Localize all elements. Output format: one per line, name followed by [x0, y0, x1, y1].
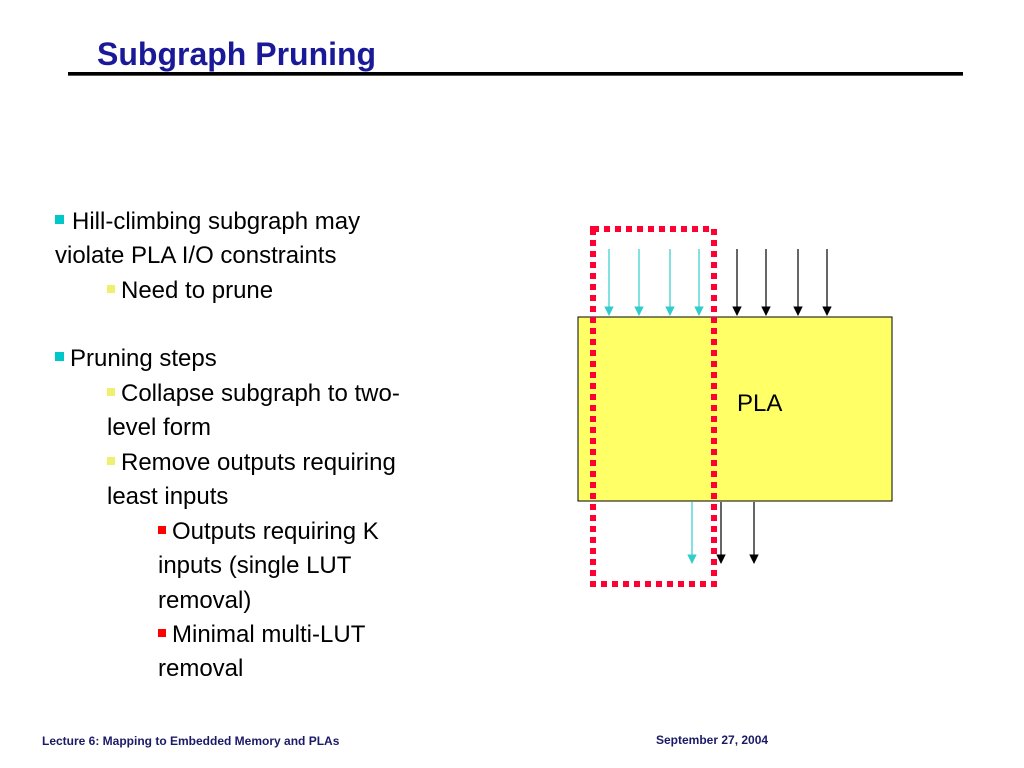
bullet-marker-icon [107, 284, 115, 293]
bullet-text: Pruning steps [70, 345, 217, 372]
bullet-continuation: least inputs [107, 483, 229, 510]
bullet-text: Collapse subgraph to two- [121, 380, 400, 407]
bullet-continuation: violate PLA I/O constraints [55, 242, 337, 269]
bullet-text: Outputs requiring K [172, 518, 379, 545]
bullet-item-outputs-k: Outputs requiring K [158, 515, 379, 550]
pla-diagram: PLA [577, 226, 893, 587]
bullet-text: Remove outputs requiring [121, 449, 396, 476]
bullet-marker-icon [107, 387, 115, 396]
bullet-marker-icon [158, 628, 166, 637]
bullet-item-minimal-multi-lut: Minimal multi-LUT [158, 618, 365, 653]
bullet-continuation: removal [158, 655, 244, 682]
bullet-item-need-to-prune: Need to prune [107, 274, 273, 309]
bullet-marker-icon [55, 215, 64, 225]
slide-title: Subgraph Pruning [97, 36, 377, 72]
pla-block [577, 316, 893, 502]
bullet-continuation: inputs (single LUT [158, 552, 352, 579]
bullet-text: Minimal multi-LUT [172, 621, 366, 648]
pla-label: PLA [737, 390, 782, 417]
footer-lecture-title: Lecture 6: Mapping to Embedded Memory an… [42, 734, 340, 748]
title-underline [68, 72, 963, 76]
bullet-continuation: level form [107, 414, 212, 441]
bullet-marker-icon [107, 456, 115, 465]
footer-date: September 27, 2004 [656, 733, 769, 747]
bullet-item-hill-climbing: Hill-climbing subgraph may [55, 205, 360, 240]
bullet-item-pruning-steps: Pruning steps [55, 342, 217, 377]
bullet-item-collapse: Collapse subgraph to two- [107, 377, 400, 412]
bullet-text: Hill-climbing subgraph may [72, 208, 361, 235]
bullet-continuation: removal) [158, 587, 252, 614]
bullet-marker-icon [158, 525, 166, 534]
subgraph-selection-outline [590, 226, 717, 587]
bullet-item-remove-outputs: Remove outputs requiring [107, 446, 396, 481]
bullet-text: Need to prune [121, 277, 274, 304]
bullet-marker-icon [55, 352, 64, 362]
